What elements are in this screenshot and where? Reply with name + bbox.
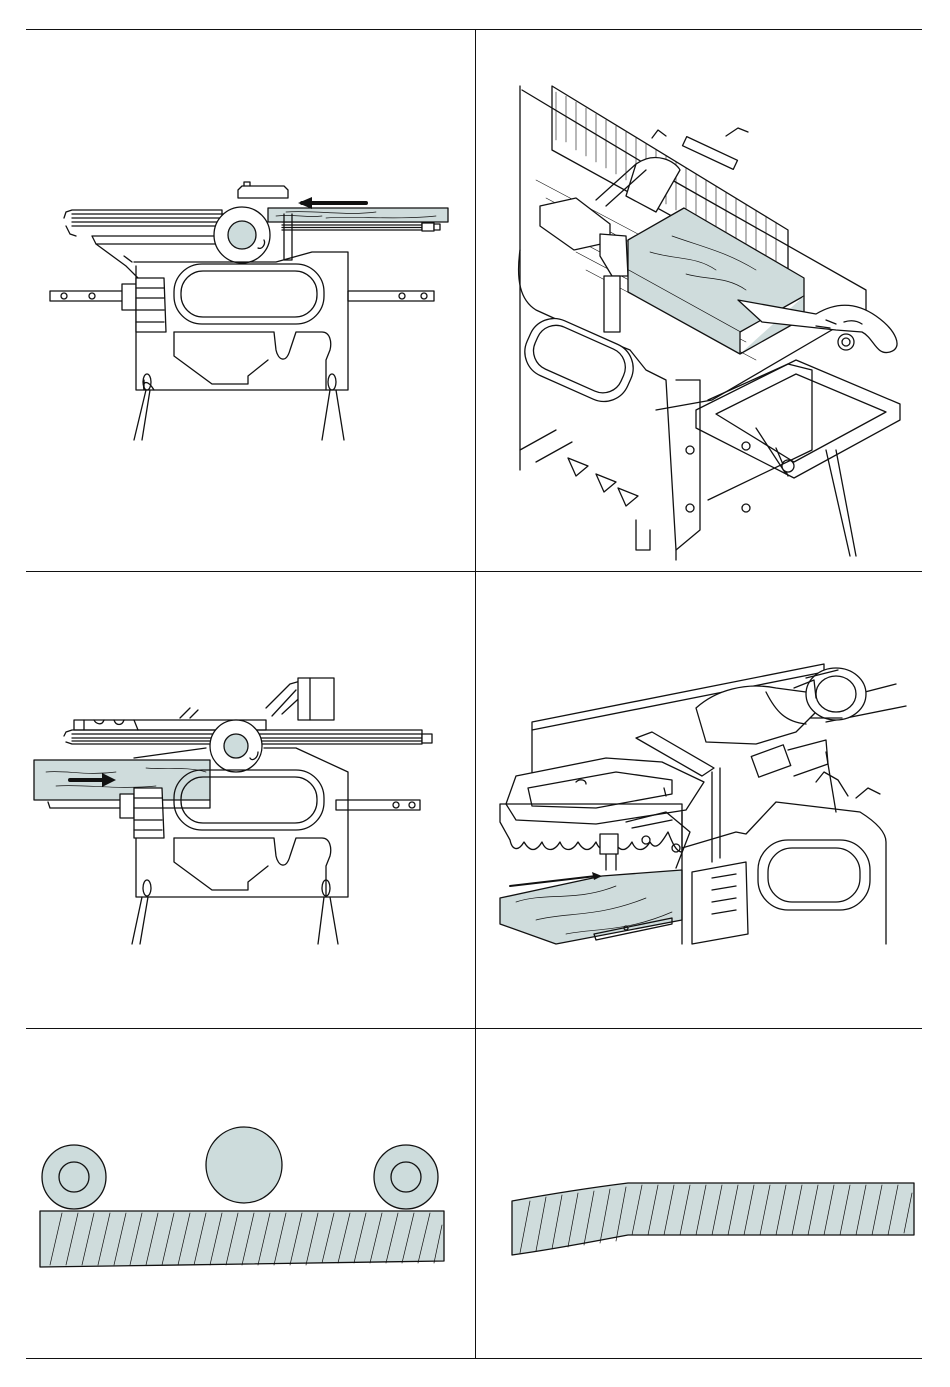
frame-bottom-rule [26,1358,922,1359]
figure-surfacing-push-stick [476,30,922,571]
figure-thicknessing-side-view [26,572,475,1028]
figure-warped-board-rollers [26,1029,475,1358]
figure-thicknessing-perspective [476,572,922,1028]
figure-tapered-board [476,1029,922,1358]
figure-surfacing-side-view [26,30,475,571]
